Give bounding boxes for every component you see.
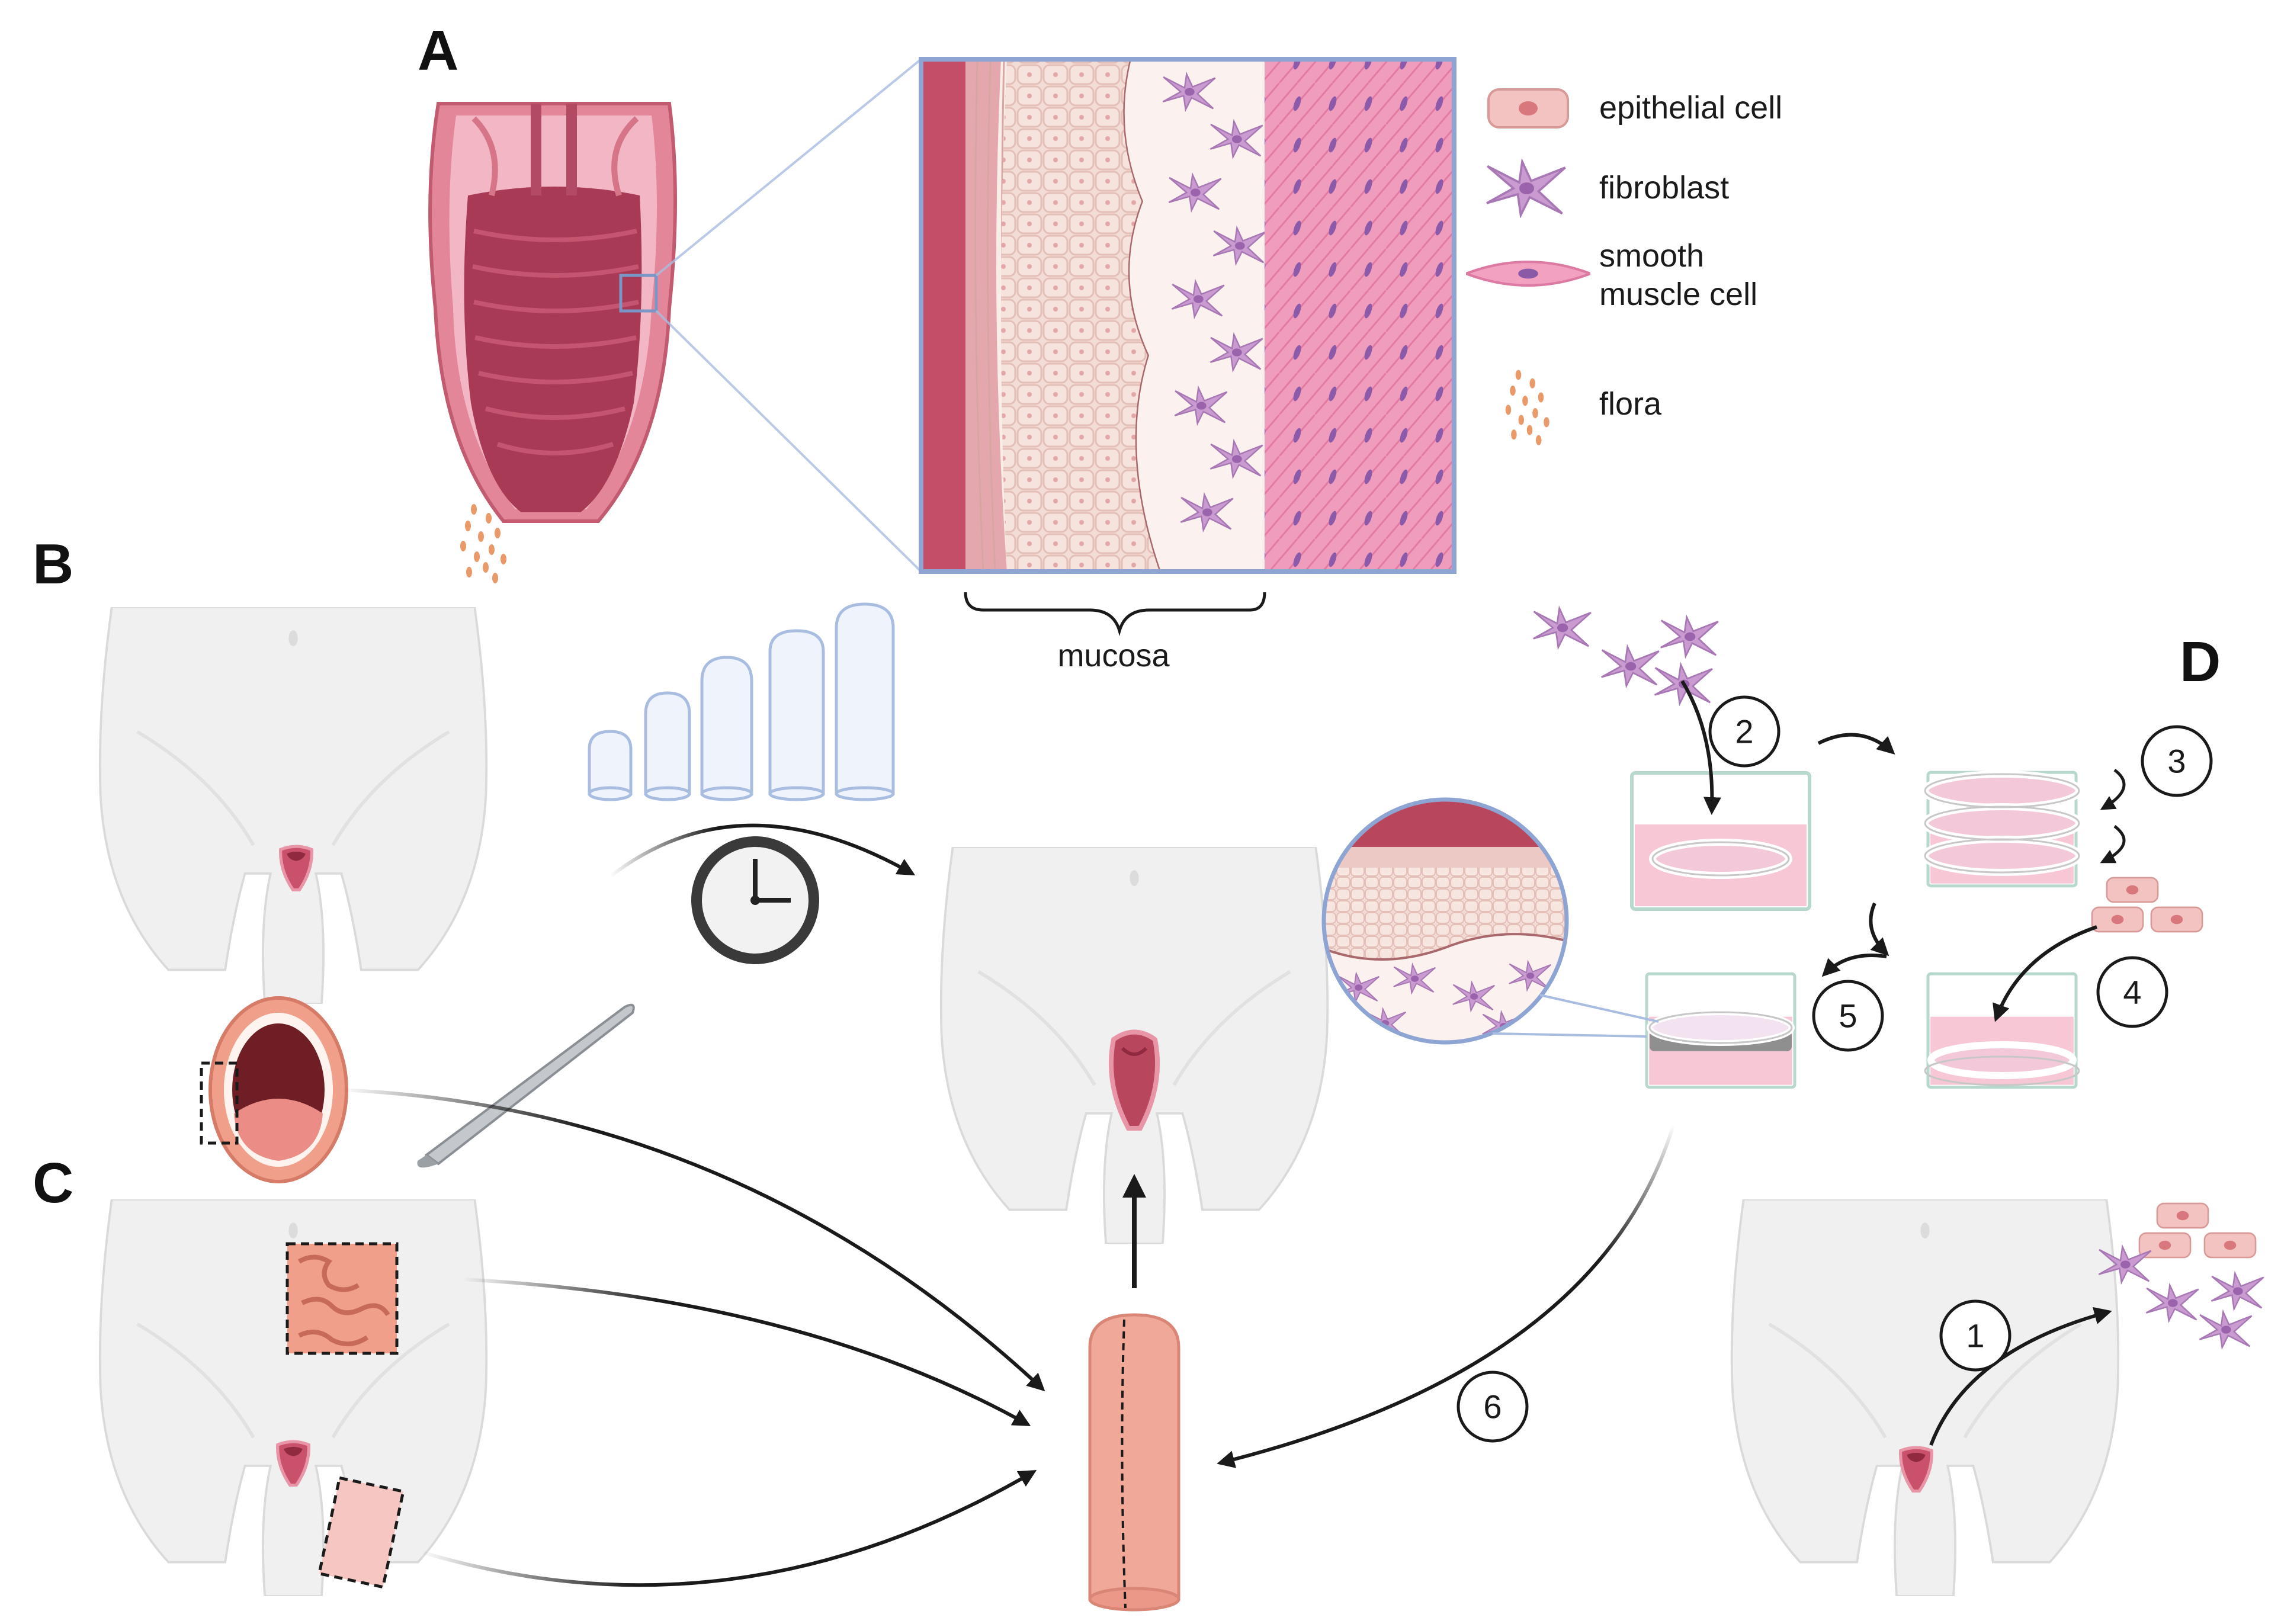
panel-b: B — [33, 532, 916, 1004]
implant-arrow — [1217, 1125, 1675, 1468]
step-4-to-5-arrow — [1821, 954, 1887, 977]
panel-a: A — [418, 19, 1782, 673]
stack-arrow-1 — [2100, 769, 2126, 810]
histology-inset — [919, 57, 1456, 574]
mouth-icon — [200, 996, 348, 1183]
mucosa-harvest-box — [200, 1061, 239, 1145]
step-1-marker: 1 — [1939, 1299, 2011, 1372]
dish-step-3 — [1921, 771, 2083, 886]
step-3-marker: 3 — [2141, 725, 2213, 797]
torso-d — [1732, 1199, 2118, 1596]
legend: epithelial cell fibroblast smooth muscle… — [1466, 88, 1782, 445]
panel-label-b: B — [33, 532, 73, 596]
clock-icon — [691, 836, 819, 964]
smooth-muscle-icon — [1466, 262, 1590, 285]
step-markers: 1 2 3 4 5 6 — [1456, 695, 2213, 1443]
svg-text:1: 1 — [1966, 1317, 1984, 1355]
step-2-to-3-arrow — [1817, 733, 1895, 755]
legend-smooth-line2: muscle cell — [1599, 277, 1757, 312]
svg-text:3: 3 — [2167, 743, 2186, 780]
panel-label-d: D — [2180, 630, 2221, 694]
step-6-marker: 6 — [1456, 1371, 1529, 1443]
dish-step-5 — [1647, 974, 1795, 1087]
dilator-set-icon — [588, 602, 895, 801]
svg-text:5: 5 — [1839, 997, 1857, 1035]
skin-graft-icon — [317, 1476, 405, 1589]
isolated-cells — [2098, 1202, 2264, 1349]
legend-epithelial: epithelial cell — [1599, 90, 1782, 126]
dilation-arrow — [609, 823, 916, 878]
epithelial-seed-arrow — [1993, 925, 2097, 1022]
svg-text:2: 2 — [1735, 713, 1753, 750]
step-2-marker: 2 — [1708, 695, 1780, 768]
panel-label-a: A — [418, 19, 458, 82]
step-4-marker: 4 — [2096, 956, 2168, 1028]
mucosa-brace: mucosa — [964, 592, 1266, 673]
step-5-marker: 5 — [1812, 980, 1884, 1052]
step-3-to-4-arrow — [1869, 902, 1889, 957]
dish-step-4 — [1924, 974, 2080, 1087]
seed-arrow — [1680, 680, 1721, 815]
legend-flora: flora — [1599, 386, 1662, 422]
stack-arrow-2 — [2100, 825, 2126, 864]
construct-magnifier — [1321, 797, 1659, 1045]
legend-fibroblast: fibroblast — [1599, 170, 1729, 206]
flora-icon — [1505, 370, 1549, 445]
epithelial-source — [2091, 877, 2203, 933]
torso-b — [100, 607, 486, 1004]
fibroblast-icon — [1486, 161, 1567, 216]
mucosa-label: mucosa — [1057, 638, 1170, 673]
scalpel-icon — [417, 1003, 635, 1168]
dish-step-2 — [1632, 773, 1810, 909]
panel-c: C — [33, 996, 1180, 1612]
graft-source-arrows — [340, 1088, 1045, 1587]
graft-mold-icon — [1088, 1313, 1180, 1612]
epithelial-cell-icon — [1487, 88, 1569, 129]
vagina-section — [428, 102, 677, 523]
panel-label-c: C — [33, 1151, 73, 1215]
zoom-lines — [655, 58, 922, 573]
svg-text:6: 6 — [1483, 1388, 1502, 1426]
svg-text:4: 4 — [2123, 974, 2141, 1011]
panel-d: D — [1217, 607, 2264, 1596]
zoom-box — [619, 274, 658, 313]
intestine-icon — [285, 1242, 399, 1355]
result-torso — [941, 847, 1327, 1288]
neovagina-icon — [1108, 1029, 1160, 1131]
fibroblast-source — [1532, 607, 1719, 705]
legend-smooth-line1: smooth — [1599, 238, 1704, 274]
